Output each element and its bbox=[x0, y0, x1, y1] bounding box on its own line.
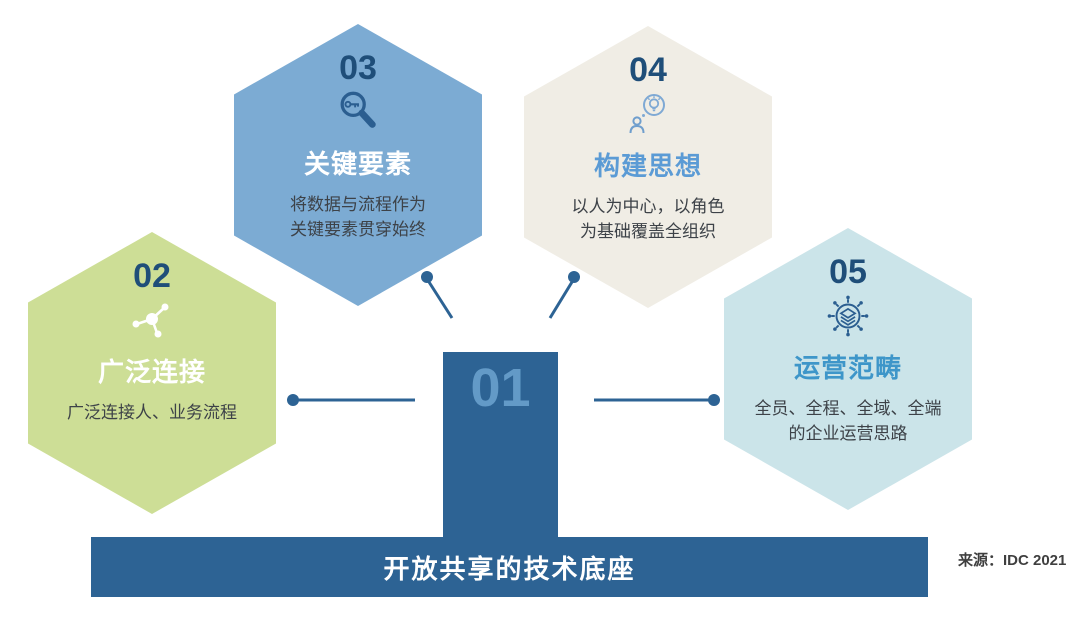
hexagon-number: 03 bbox=[339, 49, 377, 87]
key-search-icon bbox=[335, 89, 381, 135]
hexagon-number: 04 bbox=[629, 51, 667, 89]
person-idea-icon bbox=[625, 91, 671, 137]
connector-line-upper-right bbox=[548, 281, 574, 319]
hexagon-title: 关键要素 bbox=[303, 149, 412, 179]
connector-dot-upper-right bbox=[568, 271, 580, 283]
connector-line-upper-left bbox=[427, 281, 454, 319]
hexagon-title: 运营范畴 bbox=[793, 353, 902, 383]
connector-dot-left bbox=[287, 394, 299, 406]
hexagon-number: 05 bbox=[829, 253, 867, 291]
hexagon-subtext: 广泛连接人、业务流程 bbox=[67, 400, 237, 425]
hexagon-title: 广泛连接 bbox=[97, 357, 206, 387]
hexagon-subtext: 全员、全程、全域、全端 的企业运营思路 bbox=[755, 396, 942, 446]
connector-dot-upper-left bbox=[421, 271, 433, 283]
subtext-line: 关键要素贯穿始终 bbox=[290, 220, 426, 239]
subtext-line: 全员、全程、全域、全端 bbox=[754, 399, 942, 418]
pillar-01-technology-base: 01 bbox=[443, 352, 558, 540]
subtext-line: 为基础覆盖全组织 bbox=[580, 222, 716, 241]
hexagon-04-building-concept: 04 构建思想 以人为中心，以角色 为基础覆盖全组织 bbox=[524, 26, 772, 308]
hexagon-05-operation-scope: 05 bbox=[724, 228, 972, 510]
network-icon bbox=[129, 297, 175, 343]
base-bar: 开放共享的技术底座 bbox=[91, 537, 928, 597]
hexagon-number: 02 bbox=[133, 257, 171, 295]
hexagon-02-broad-connection: 02 广泛连接 广泛连接人、业务流程 bbox=[28, 232, 276, 514]
hexagon-title: 构建思想 bbox=[593, 151, 702, 181]
data-hub-icon bbox=[825, 293, 871, 339]
hexagon-subtext: 将数据与流程作为 关键要素贯穿始终 bbox=[290, 192, 426, 242]
base-bar-label: 开放共享的技术底座 bbox=[383, 553, 636, 584]
subtext-line: 的企业运营思路 bbox=[788, 424, 908, 443]
pillar-number: 01 bbox=[470, 358, 531, 418]
source-note: 来源：IDC 2021 bbox=[958, 552, 1067, 569]
subtext-line: 以人为中心，以角色 bbox=[571, 197, 725, 216]
subtext-line: 将数据与流程作为 bbox=[290, 195, 426, 214]
subtext-line: 广泛连接人、业务流程 bbox=[67, 403, 237, 422]
connector-dot-right bbox=[708, 394, 720, 406]
hexagon-subtext: 以人为中心，以角色 为基础覆盖全组织 bbox=[572, 194, 725, 244]
hexagon-03-key-elements: 03 关键要素 将数据与流程作为 关键要素贯穿始终 bbox=[234, 24, 482, 306]
